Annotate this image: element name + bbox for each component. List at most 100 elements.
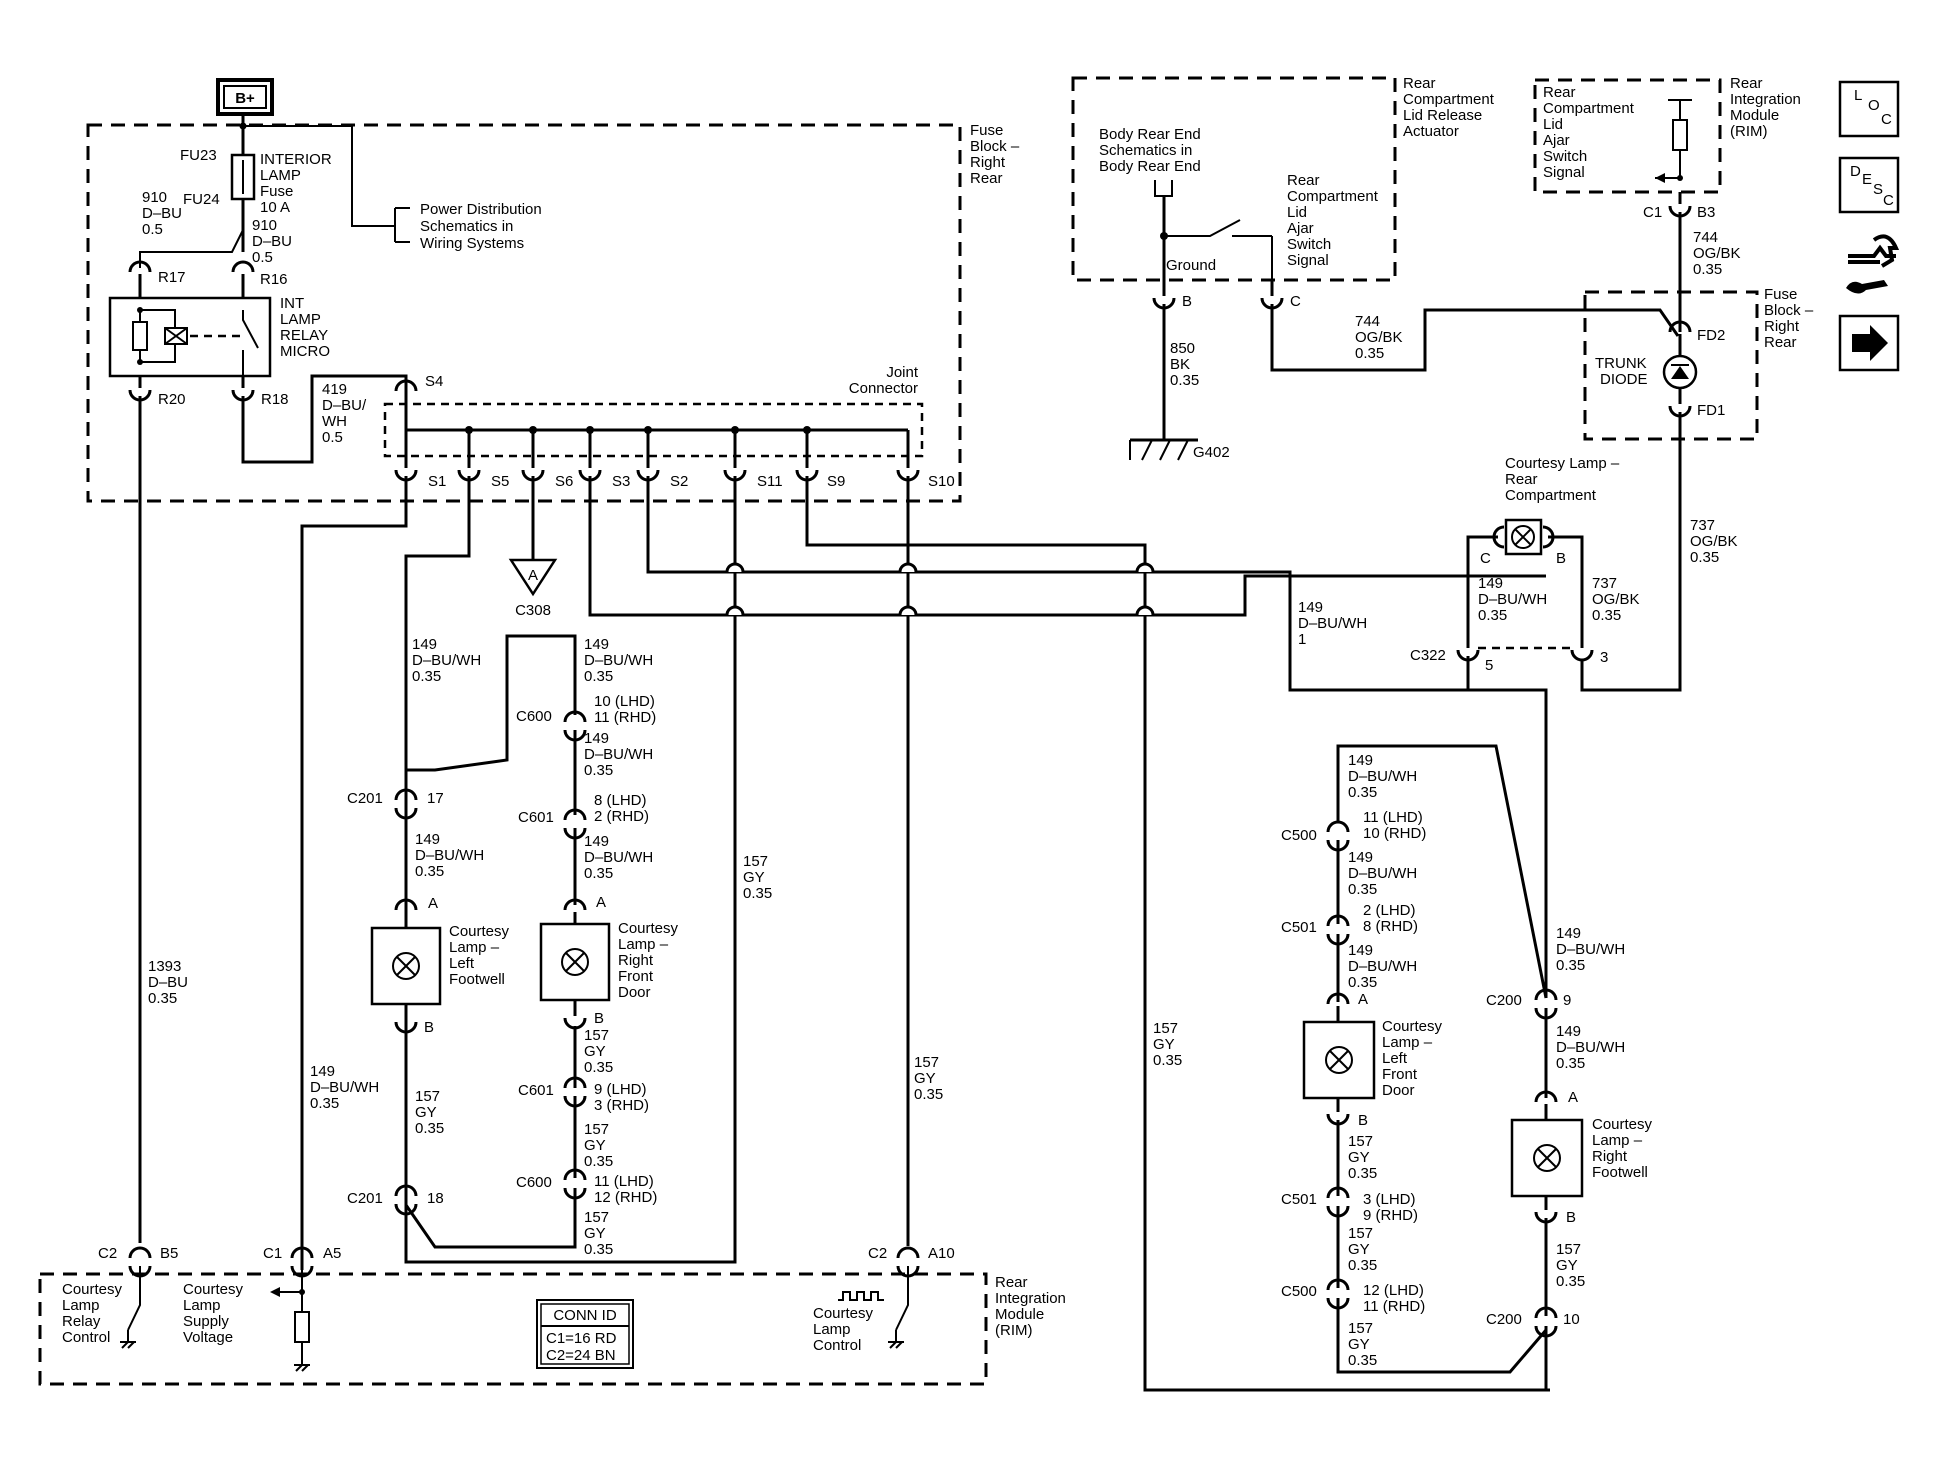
rim-top-boundary [1533,78,1722,194]
rim-c2-b5-c: C2 [98,1245,117,1262]
rim-c2-b5-p: B5 [160,1245,178,1262]
splice-s2: S2 [670,473,688,490]
desc-button[interactable]: D E S C [1838,156,1900,214]
rear-pin-c: C [1480,550,1491,567]
battery-terminal: B+ [216,78,274,116]
splice-s1: S1 [428,473,446,490]
fd1-label: FD1 [1697,402,1725,419]
c501-label: C501 [1281,919,1317,936]
conn-id-title: CONN ID [553,1307,617,1324]
splice-s5: S5 [491,473,509,490]
c600-label: C600 [516,708,552,725]
c200-b-pin: 10 [1563,1311,1580,1328]
c501-pins: 2 (LHD)8 (RHD) [1363,902,1418,935]
c600-pins: 10 (LHD)11 (RHD) [594,693,656,726]
c600-b-label: C600 [516,1174,552,1191]
body-rear-boundary [1071,76,1397,282]
c308-ground-ref [508,558,558,597]
rim-c1-a5-c: C1 [263,1245,282,1262]
conn-id-c1: C1=16 RD [546,1330,617,1347]
c601-label: C601 [518,809,554,826]
tools-button[interactable] [1846,234,1900,294]
rim-c1: C1 [1643,204,1662,221]
ground-label: Ground [1166,257,1216,274]
c201-b-pin: 18 [427,1190,444,1207]
svg-text:C: C [1881,111,1892,128]
svg-text:E: E [1862,171,1872,188]
conn-id-c2: C2=24 BN [546,1347,616,1364]
pwm-signal-icon [838,1291,884,1301]
c201-b-label: C201 [347,1190,383,1207]
svg-text:S: S [1873,181,1883,198]
splice-s4: S4 [425,373,443,390]
fu24-label: FU24 [183,191,220,208]
next-button[interactable] [1838,314,1900,372]
c322-pin-3: 3 [1600,649,1608,666]
c601-b-pins: 9 (LHD)3 (RHD) [594,1081,649,1114]
rear-pin-b: B [1556,550,1566,567]
rim-bottom-boundary [38,1272,988,1386]
c200-label: C200 [1486,992,1522,1009]
loc-button[interactable]: L O C [1838,80,1900,138]
splice-s9: S9 [827,473,845,490]
c500-b-label: C500 [1281,1283,1317,1300]
svg-text:D: D [1850,163,1861,180]
rfd-pin-b: B [594,1010,604,1027]
wire-crossover-hops [725,562,1155,616]
c201-pin-17: 17 [427,790,444,807]
rf-pin-a: A [1568,1089,1578,1106]
c200-b-label: C200 [1486,1311,1522,1328]
pin-r18: R18 [261,391,289,408]
svg-text:L: L [1854,87,1862,104]
c600-b-pins: 11 (LHD)12 (RHD) [594,1173,657,1206]
rfd-pin-a: A [596,894,606,911]
rim-c2-a10-c: C2 [868,1245,887,1262]
pin-r16: R16 [260,271,288,288]
fu23-label: FU23 [180,147,217,164]
fd2-label: FD2 [1697,327,1725,344]
g402-ground-icon [1129,438,1198,461]
c501-b-pins: 3 (LHD)9 (RHD) [1363,1191,1418,1224]
splice-s11: S11 [757,473,783,490]
joint-connector [383,402,924,458]
rim-b3: B3 [1697,204,1715,221]
lf-pin-b: B [424,1019,434,1036]
